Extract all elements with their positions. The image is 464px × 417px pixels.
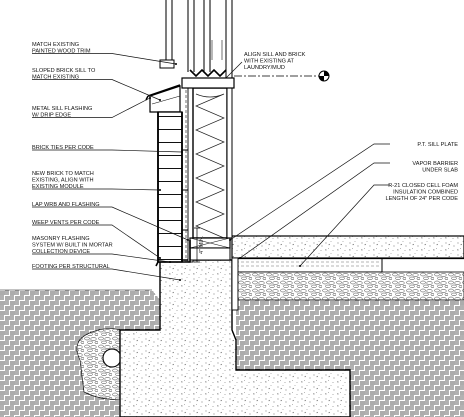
callout-left-8: FOOTING PER STRUCTURAL [32,264,181,281]
callout-text: MATCH EXISTING [32,42,79,48]
callout-left-3: BRICK TIES PER CODE [32,145,183,153]
leader-dot [149,97,151,99]
callout-text: COLLECTION DEVICE [32,249,90,255]
leader-line [225,61,243,79]
drain-pipe [102,348,122,368]
callout-text: MATCH EXISTING [32,75,79,81]
leader-line [32,53,177,65]
callout-text: BRICK TIES PER CODE [32,145,94,151]
leader-line [32,149,183,153]
dimension-4in-min: 4" MIN. [194,227,205,263]
callout-left-6: WEEP VENTS PER CODE [32,220,161,259]
callout-text: NEW BRICK TO MATCH [32,171,94,177]
callout-text: W/ DRIP EDGE [32,113,71,119]
callout-text: FOOTING PER STRUCTURAL [32,264,110,270]
callout-text: WITH EXISTING AT [244,59,295,65]
leader-dot [159,257,161,259]
callout-text: R-21 CLOSED CELL FOAM [388,183,458,189]
callout-text: ALIGN SILL AND BRICK [244,52,306,58]
callout-text: INSULATION COMBINED [393,190,458,196]
dimension-label: 4" MIN. [199,235,205,254]
leader-dot [159,189,161,191]
leader-line [32,79,161,101]
brick-veneer [145,84,194,263]
leader-line [239,162,390,259]
callout-text: SLOPED BRICK SILL TO [32,68,96,74]
callout-text: MASONRY FLASHING [32,236,90,242]
leader-line [32,206,189,241]
leader-line [32,188,161,191]
callout-text: P.T. SILL PLATE [417,142,458,148]
callout-text: LENGTH OF 24" PER CODE [385,196,458,202]
callout-text: SYSTEM W/ BUILT IN MORTAR [32,243,113,249]
leader-line [32,224,161,259]
leader-dot [175,63,177,65]
leader-line [32,268,181,281]
slab-on-grade [231,235,464,311]
leader-dot [179,279,181,281]
foam-insulation [231,257,383,273]
callout-text: METAL SILL FLASHING [32,106,92,112]
callout-text: EXISTING, ALIGN WITH [32,178,94,184]
leader-line [32,253,171,263]
leader-dot [239,257,241,259]
callout-text: WEEP VENTS PER CODE [32,220,100,226]
callout-text: VAPOR BARRIER [412,161,458,167]
leader-line [32,97,151,118]
leader-dot [159,99,161,101]
leader-dot [299,265,301,267]
stud-wall-insulation [181,68,235,261]
window-frame-above [159,0,233,80]
callout-text: PAINTED WOOD TRIM [32,49,91,55]
leader-dot [229,239,231,241]
callout-right-0: P.T. SILL PLATE [229,142,458,241]
leader-dot [187,239,189,241]
callout-text: UNDER SLAB [422,168,458,174]
callout-text: LAP WRB AND FLASHING [32,202,100,208]
leader-line [299,184,390,267]
leader-dot [169,261,171,263]
alignment-marker [234,70,330,82]
leader-line [229,143,390,241]
leader-dot [181,151,183,153]
callout-text: LAUNDRY/MUD [244,65,285,71]
callout-text: EXISTING MODULE [32,184,84,190]
callout-left-5: LAP WRB AND FLASHING [32,202,189,241]
